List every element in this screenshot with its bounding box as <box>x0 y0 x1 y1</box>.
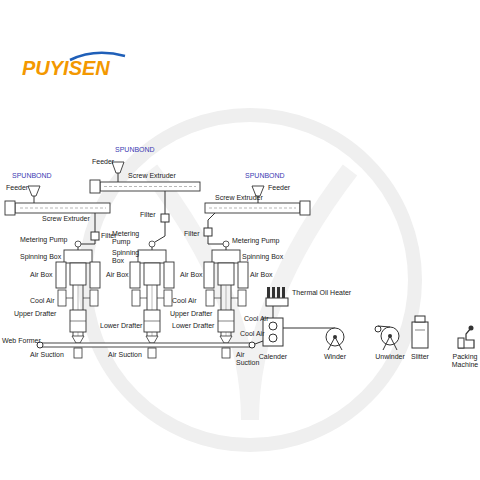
part-label: Thermal Oil Heater <box>292 289 351 297</box>
part-label: Air Suction <box>236 351 260 367</box>
part-label: Upper Drafter <box>170 310 212 318</box>
part-label: Spinning Box <box>112 249 138 265</box>
feeder-pipe <box>34 196 35 203</box>
part-label: Cool Air <box>244 315 269 323</box>
part-label: Screw Extruder <box>42 215 90 223</box>
part-label: Metering Pump <box>232 237 279 245</box>
web-line <box>255 341 263 344</box>
part-label: Air Box <box>106 271 129 279</box>
part-label: Screw Extruder <box>128 172 176 180</box>
part-label: SPUNBOND <box>245 172 285 180</box>
feeder-hopper <box>28 186 40 196</box>
equipment-label: Packing Machine <box>446 353 480 369</box>
slitter-head <box>415 316 425 322</box>
melt-pipe <box>208 213 215 228</box>
part-label: Air Box <box>30 271 53 279</box>
extruder-screw <box>20 208 106 209</box>
extruder-barrel <box>15 203 110 213</box>
equipment-label: Winder <box>320 353 350 361</box>
extruder-motor <box>300 201 310 215</box>
brand-logo: PUYISEN <box>22 57 110 79</box>
melt-pipe <box>155 222 165 242</box>
part-label: SPUNBOND <box>12 172 52 180</box>
web-former-belt <box>40 343 252 347</box>
oil-pipe <box>273 306 274 318</box>
calender-roll <box>269 334 277 342</box>
extruder-barrel <box>205 203 300 213</box>
part-label: Filter <box>184 230 200 238</box>
part-label: Lower Drafter <box>172 322 214 330</box>
winder-stand <box>328 337 342 350</box>
spinning-unit <box>56 241 100 358</box>
melt-pipe <box>81 240 95 244</box>
feeder-pipe <box>118 173 119 182</box>
part-label: Web Former <box>2 337 41 345</box>
melt-pipe <box>95 213 96 232</box>
filter-symbol <box>161 214 169 222</box>
extruder-motor <box>90 180 100 193</box>
filter-symbol <box>91 232 99 240</box>
watermark-ring <box>85 115 415 445</box>
part-label: Filter <box>140 211 156 219</box>
part-label: Air Suction <box>30 351 64 359</box>
heater-fin <box>267 287 270 298</box>
slitter-body <box>412 322 428 348</box>
part-label: Spinning Box <box>242 253 283 261</box>
belt-roller <box>249 342 255 348</box>
slitter-blade <box>415 330 425 331</box>
equipment-label: Slitter <box>408 353 432 361</box>
equipment-label: Unwinder <box>372 353 408 361</box>
part-label: Screw Extruder <box>215 194 263 202</box>
part-label: Air Box <box>180 271 203 279</box>
packing-machine-base <box>458 338 464 348</box>
equipment-label: Calender <box>255 353 291 361</box>
heater-fin <box>272 287 275 298</box>
guide-roller <box>375 326 381 332</box>
packing-machine-symbol <box>458 328 474 348</box>
part-label: Feeder <box>268 184 290 192</box>
part-label: Air Suction <box>108 351 142 359</box>
web-line <box>283 328 291 329</box>
equipment-node: Winder <box>320 325 350 363</box>
melt-pipe <box>165 191 166 214</box>
part-label: Upper Drafter <box>14 310 56 318</box>
part-label: SPUNBOND <box>115 146 155 154</box>
web-line <box>378 326 390 327</box>
part-label: Feeder <box>6 184 28 192</box>
spinning-unit <box>204 241 248 358</box>
calender-roll <box>269 322 277 330</box>
heater-fin <box>282 287 285 298</box>
part-label: Lower Drafter <box>100 322 142 330</box>
web-connector <box>291 328 320 329</box>
equipment-node: Slitter <box>408 313 432 363</box>
heater-fin <box>277 287 280 298</box>
extruder-barrel <box>100 182 200 191</box>
part-label: Cool Air <box>172 297 197 305</box>
part-label: Cool Air <box>30 297 55 305</box>
packing-machine-head <box>469 326 474 331</box>
melt-pipe <box>208 236 223 244</box>
part-label: Metering Pump <box>112 230 140 246</box>
equipment-node: Calender <box>255 315 291 363</box>
spinning-unit <box>130 241 174 358</box>
extruder-motor <box>5 201 15 215</box>
part-label: Air Box <box>250 271 273 279</box>
filter-symbol <box>204 228 212 236</box>
equipment-node: Unwinder <box>372 322 408 363</box>
equipment-node: Packing Machine <box>446 320 480 372</box>
part-label: Cool Air <box>240 330 265 338</box>
calender-frame <box>263 318 283 346</box>
unwinder-stand <box>383 336 397 350</box>
extruder-screw <box>104 186 196 187</box>
extruder-screw <box>209 208 296 209</box>
part-label: Spinning Box <box>20 253 61 261</box>
part-label: Feeder <box>92 158 114 166</box>
heater-body <box>266 298 288 306</box>
part-label: Metering Pump <box>20 236 67 244</box>
